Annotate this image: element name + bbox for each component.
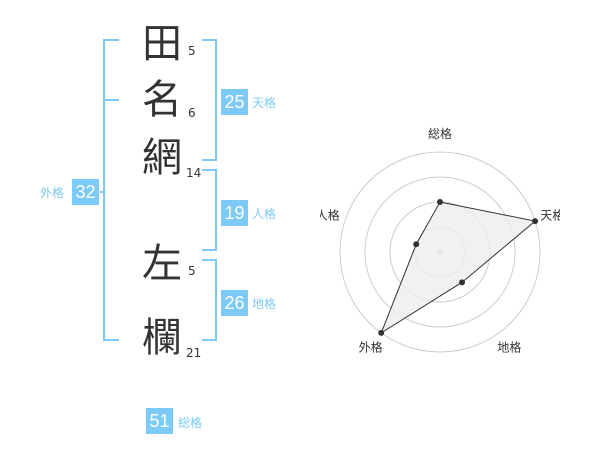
- stroke-count-1: 5: [188, 44, 196, 58]
- radar-point-3: [459, 279, 466, 286]
- stroke-count-3: 14: [186, 166, 202, 180]
- tenkaku-value: 25: [221, 89, 248, 115]
- name-char-4: 左: [142, 241, 182, 287]
- radar-axis-label-1: 総格: [428, 126, 452, 141]
- gaikaku-bracket: [103, 39, 119, 341]
- jinkaku-bracket: [202, 169, 217, 251]
- tenkaku-bracket: [202, 39, 217, 161]
- soukaku-label: 総格: [178, 416, 203, 430]
- gaikaku-label: 外格: [40, 186, 65, 200]
- tenkaku-label: 天格: [252, 96, 277, 110]
- radar-ring-3: [364, 176, 516, 328]
- jinkaku-value: 19: [221, 200, 248, 226]
- soukaku-value: 51: [146, 408, 173, 434]
- chikaku-label: 地格: [252, 297, 277, 311]
- radar-axis-label-4: 外格: [359, 339, 383, 354]
- radar-point-4: [378, 329, 385, 336]
- name-char-1: 田: [142, 21, 182, 67]
- name-char-2: 名: [142, 77, 182, 123]
- radar-point-1: [437, 199, 443, 205]
- stroke-count-2: 6: [188, 106, 196, 120]
- radar-point-2: [532, 218, 539, 225]
- radar-axis-label-3: 地格: [497, 339, 521, 354]
- name-char-3: 網: [142, 135, 182, 181]
- radar-ring-4: [339, 151, 541, 353]
- gaikaku-value: 32: [72, 179, 99, 205]
- chikaku-bracket: [202, 259, 217, 341]
- name-char-5: 欄: [142, 315, 182, 361]
- stroke-count-5: 21: [186, 346, 202, 360]
- chikaku-value: 26: [221, 290, 248, 316]
- radar-axis-label-2: 天格: [540, 208, 560, 223]
- radar-point-5: [413, 241, 420, 248]
- jinkaku-label: 人格: [252, 207, 277, 221]
- radar-axis-label-5: 人格: [320, 208, 340, 223]
- radar-polygon: [380, 201, 537, 335]
- stroke-count-4: 5: [188, 264, 196, 278]
